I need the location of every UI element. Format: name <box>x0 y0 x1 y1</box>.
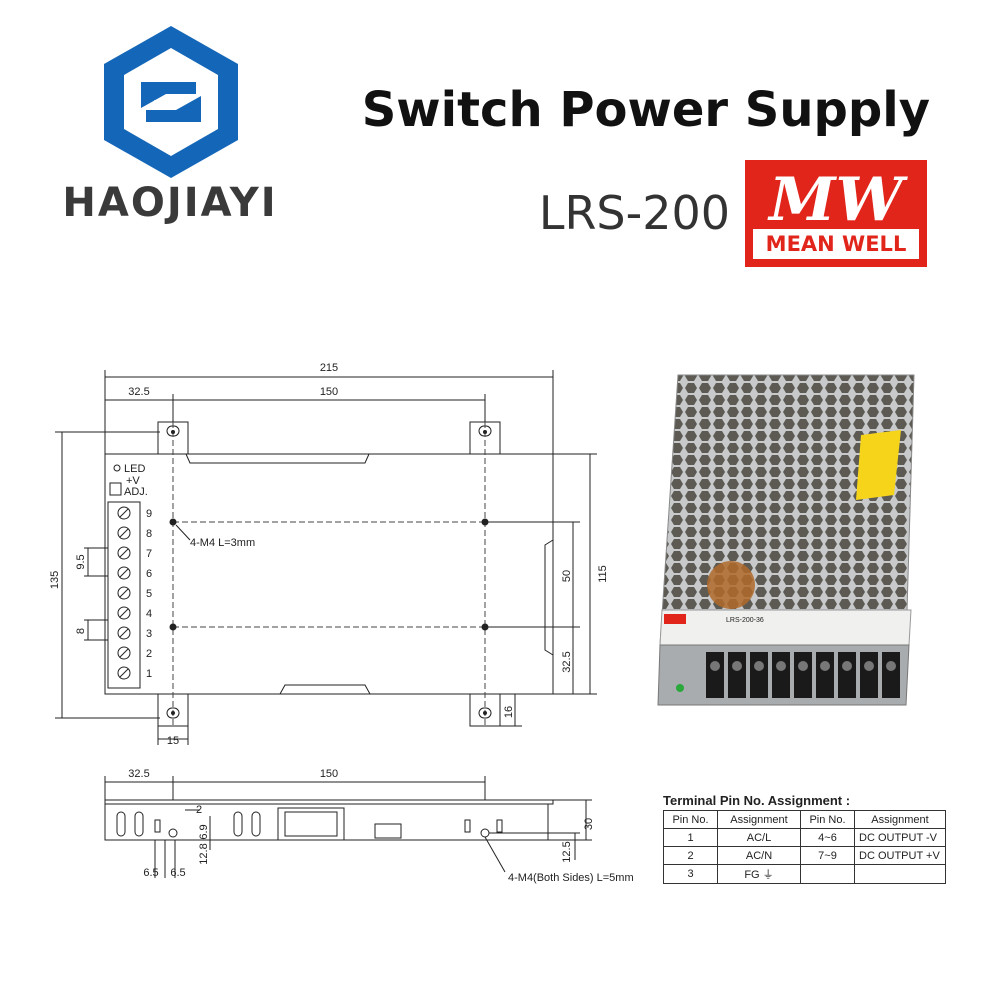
assignment-cell: DC OUTPUT +V <box>854 846 946 865</box>
spec-label <box>659 609 912 646</box>
photo-terminal-block <box>706 652 900 698</box>
side-dim-pitch-b: 6.5 <box>170 867 185 879</box>
dim-hole-spacing: 150 <box>320 386 338 398</box>
photo-terminal-screw-icon <box>776 661 786 671</box>
terminal-screw-slot <box>119 528 129 538</box>
header-assignment-2: Assignment <box>854 810 946 829</box>
photo-model-label: LRS-200-36 <box>726 617 764 624</box>
side-view-drawing: 32.5 150 30 12.5 2 6.9 12.8 6.5 6.5 4-M4… <box>104 768 634 884</box>
terminal-number: 2 <box>146 648 152 660</box>
photo-terminal <box>750 652 768 698</box>
photo-terminal <box>838 652 856 698</box>
table-row: 1 AC/L 4~6 DC OUTPUT -V <box>663 828 946 847</box>
pin-assignment-title: Terminal Pin No. Assignment : <box>663 793 851 808</box>
assignment-cell: FG ⏚ <box>717 864 801 884</box>
photo-terminal-screw-icon <box>798 661 808 671</box>
terminal-number: 6 <box>146 568 152 580</box>
photo-terminal-screw-icon <box>710 661 720 671</box>
mean-well-text: MEAN WELL <box>753 229 919 259</box>
led-indicator <box>676 684 684 692</box>
assignment-cell: AC/L <box>717 828 801 847</box>
side-dim-hole-spacing: 150 <box>320 768 338 780</box>
dim-tab-height: 16 <box>503 706 515 718</box>
header-assignment: Assignment <box>717 810 801 829</box>
product-photo: LRS-200-36 <box>657 374 915 706</box>
assignment-cell: DC OUTPUT -V <box>854 828 946 847</box>
dim-pin-pitch-large: 8 <box>75 628 87 634</box>
pin-cell: 7~9 <box>800 846 855 865</box>
assignment-cell: AC/N <box>717 846 801 865</box>
terminal-number: 1 <box>146 668 152 680</box>
side-dim-slot-2: 2 <box>196 804 202 816</box>
photo-terminal <box>728 652 746 698</box>
pin-cell <box>800 864 855 884</box>
annotation-holes-side: 4-M4(Both Sides) L=5mm <box>508 872 634 884</box>
pin-cell: 2 <box>663 846 718 865</box>
side-dim-hole-height: 12.5 <box>561 841 573 862</box>
warning-sticker <box>856 430 901 500</box>
photo-terminal <box>794 652 812 698</box>
side-dim-slot-128: 12.8 <box>198 843 210 864</box>
pin-assignment-table: Pin No. Assignment Pin No. Assignment 1 … <box>663 810 946 884</box>
adj-label: ADJ. <box>124 486 148 498</box>
side-dim-pitch-a: 6.5 <box>143 867 158 879</box>
table-row: 3 FG ⏚ <box>663 864 946 884</box>
terminal-screw-slot <box>119 628 129 638</box>
photo-terminal <box>816 652 834 698</box>
assignment-cell <box>854 864 946 884</box>
header-pin-no: Pin No. <box>663 810 718 829</box>
mw-mark: MW <box>767 165 908 232</box>
photo-terminal-screw-icon <box>820 661 830 671</box>
terminal-screw-slot <box>119 568 129 578</box>
terminal-number: 4 <box>146 608 152 620</box>
photo-terminal-screw-icon <box>864 661 874 671</box>
terminal-number: 9 <box>146 508 152 520</box>
hexagon-z-logo-icon <box>104 26 238 178</box>
photo-terminal-screw-icon <box>842 661 852 671</box>
terminal-screw-slot <box>119 508 129 518</box>
table-header-row: Pin No. Assignment Pin No. Assignment <box>663 810 946 829</box>
pin-cell: 3 <box>663 864 718 884</box>
side-dim-slot-69: 6.9 <box>198 824 210 839</box>
model-name: LRS-200 <box>538 186 730 240</box>
dim-inner-height: 115 <box>597 565 609 583</box>
adj-label-v: +V <box>126 475 140 487</box>
terminal-number: 7 <box>146 548 152 560</box>
brand-name: HAOJIAYI <box>62 180 278 226</box>
terminal-screw-slot <box>119 588 129 598</box>
photo-terminal-screw-icon <box>886 661 896 671</box>
dim-overall-width: 215 <box>320 362 338 374</box>
led-label: LED <box>124 463 145 475</box>
terminal-block: 9 8 7 6 5 4 3 2 1 <box>117 506 152 680</box>
photo-terminal <box>882 652 900 698</box>
dim-tab-width: 15 <box>167 735 179 747</box>
terminal-screw-slot <box>119 608 129 618</box>
photo-terminal-screw-icon <box>754 661 764 671</box>
side-dim-left-offset: 32.5 <box>128 768 149 780</box>
mw-mark-icon: MW <box>767 165 908 232</box>
photo-terminal <box>706 652 724 698</box>
top-view-drawing: 9 8 7 6 5 4 3 2 1 215 32.5 150 135 115 50 32.5 1… <box>49 362 609 747</box>
annotation-holes-top: 4-M4 L=3mm <box>190 537 255 549</box>
photo-terminal <box>772 652 790 698</box>
pin-cell: 4~6 <box>800 828 855 847</box>
dim-hole-bottom: 32.5 <box>561 651 573 672</box>
dim-left-offset: 32.5 <box>128 386 149 398</box>
photo-terminal-screw-icon <box>732 661 742 671</box>
terminal-number: 3 <box>146 628 152 640</box>
pin-cell: 1 <box>663 828 718 847</box>
header-pin-no-2: Pin No. <box>800 810 855 829</box>
table-row: 2 AC/N 7~9 DC OUTPUT +V <box>663 846 946 865</box>
terminal-number: 8 <box>146 528 152 540</box>
photo-terminal <box>860 652 878 698</box>
product-title: Switch Power Supply <box>361 82 930 138</box>
dim-hole-v-spacing: 50 <box>561 570 573 582</box>
terminal-screw-slot <box>119 648 129 658</box>
dim-overall-height: 135 <box>49 571 61 589</box>
terminal-screw-slot <box>119 668 129 678</box>
terminal-number: 5 <box>146 588 152 600</box>
side-dim-height: 30 <box>583 818 595 830</box>
dim-pin-pitch-small: 9.5 <box>75 554 87 569</box>
terminal-screw-slot <box>119 548 129 558</box>
